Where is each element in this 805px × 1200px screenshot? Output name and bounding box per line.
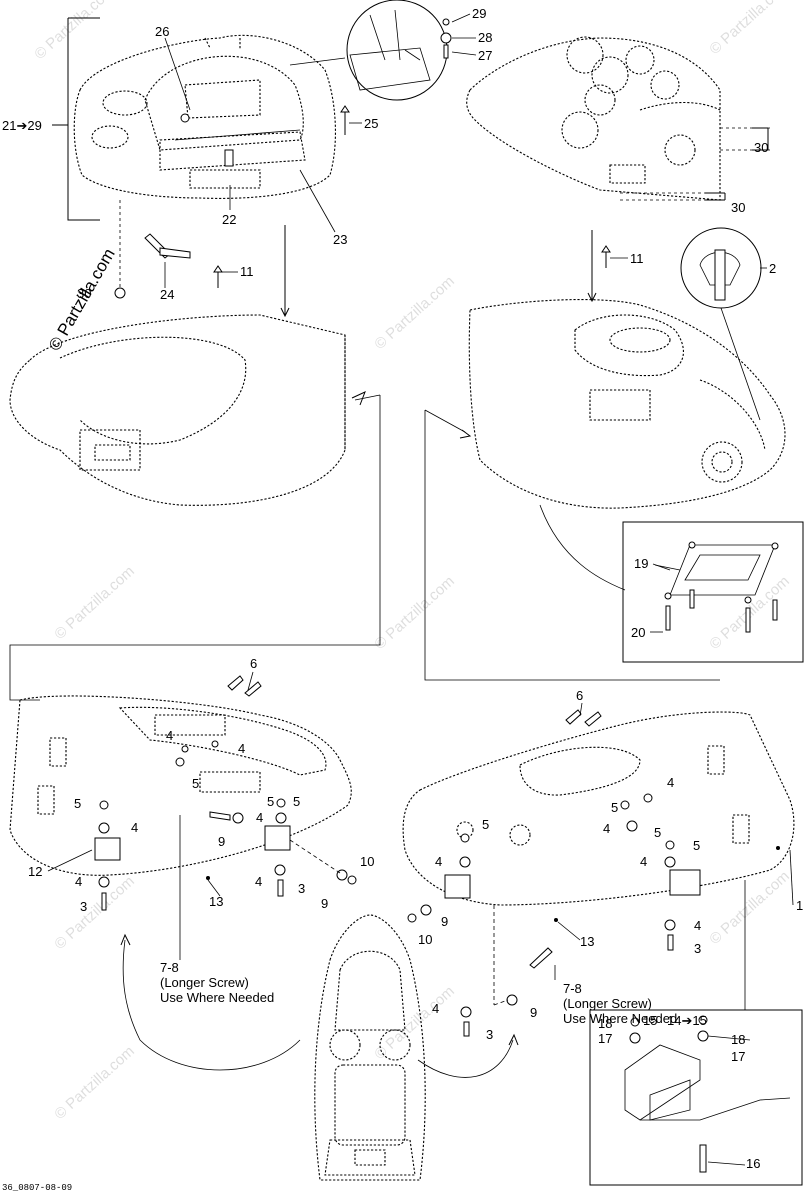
screw-30-left <box>114 200 126 299</box>
callout-5: 5 <box>192 776 199 791</box>
callout-3: 3 <box>80 899 87 914</box>
callout-30: 30 <box>754 140 768 155</box>
callout-9: 9 <box>218 834 225 849</box>
callout-6: 6 <box>576 688 583 703</box>
watermark: © Partzilla.com <box>371 273 457 353</box>
note-left-line1: 7-8 <box>160 960 179 975</box>
callout-4: 4 <box>667 775 674 790</box>
callout-13: 13 <box>580 934 594 949</box>
callout-4: 4 <box>603 821 610 836</box>
callout-30: 30 <box>77 286 91 301</box>
note-right-line3: Use Where Needed <box>563 1011 677 1026</box>
callout-22: 22 <box>222 212 236 227</box>
key-24 <box>144 233 191 259</box>
callout-3: 3 <box>298 881 305 896</box>
callout-18: 18 <box>598 1016 612 1031</box>
leader-lines <box>47 13 794 1166</box>
callout-16: 16 <box>746 1156 760 1171</box>
note-left: 7-8 (Longer Screw) Use Where Needed <box>160 815 274 1005</box>
callout-9: 9 <box>441 914 448 929</box>
callout-27: 27 <box>478 48 492 63</box>
callout-5: 5 <box>654 825 661 840</box>
callout-5: 5 <box>611 800 618 815</box>
callout-5: 5 <box>293 794 300 809</box>
callout-4: 4 <box>256 810 263 825</box>
callout-1: 1 <box>796 898 803 913</box>
note-left-line2: (Longer Screw) <box>160 975 249 990</box>
callout-5: 5 <box>482 817 489 832</box>
callout-20: 20 <box>631 625 645 640</box>
callout-5: 5 <box>693 838 700 853</box>
callout-4: 4 <box>131 820 138 835</box>
callout-23: 23 <box>333 232 347 247</box>
callout-12: 12 <box>28 864 42 879</box>
callout-4: 4 <box>435 854 442 869</box>
watermark: © Partzilla.com <box>31 0 117 63</box>
callout-4: 4 <box>166 728 173 743</box>
callout-5: 5 <box>74 796 81 811</box>
callout-30: 30 <box>731 200 745 215</box>
callout-4: 4 <box>694 918 701 933</box>
callout-29: 29 <box>472 6 486 21</box>
callout-10: 10 <box>418 932 432 947</box>
left-side-panel <box>9 695 352 880</box>
callout-14-15: 14➔15 <box>667 1013 707 1028</box>
callout-11: 11 <box>240 264 254 279</box>
note-right-line2: (Longer Screw) <box>563 996 652 1011</box>
watermark: © Partzilla.com <box>51 563 137 643</box>
watermark: © Partzilla.com <box>51 1043 137 1123</box>
screw-11-right <box>601 245 611 268</box>
callout-2: 2 <box>769 261 776 276</box>
watermark: © Partzilla.com <box>371 983 457 1063</box>
callout-10: 10 <box>360 854 374 869</box>
callout-25: 25 <box>364 116 378 131</box>
callout-3: 3 <box>486 1027 493 1042</box>
right-hardware <box>407 709 676 1037</box>
callout-24: 24 <box>160 287 174 302</box>
callout-21-29: 21➔29 <box>2 118 42 133</box>
callout-19: 19 <box>634 556 648 571</box>
callout-4: 4 <box>255 874 262 889</box>
callout-3: 3 <box>694 941 701 956</box>
callout-26: 26 <box>155 24 169 39</box>
left-dash-housing <box>9 314 346 506</box>
dash-upper-cover <box>466 36 721 201</box>
boat-top-view <box>314 914 426 1181</box>
callout-4: 4 <box>238 741 245 756</box>
callout-18: 18 <box>731 1032 745 1047</box>
right-side-panel <box>402 711 795 922</box>
inset-bracket-hardware <box>589 880 803 1186</box>
note-right-line1: 7-8 <box>563 981 582 996</box>
callout-labels: 21➔29 26 29 28 27 25 22 23 24 30 11 30 3… <box>2 6 803 1171</box>
watermark: © Partzilla.com <box>706 0 792 58</box>
callout-6: 6 <box>250 656 257 671</box>
right-dash-housing <box>468 299 786 509</box>
callout-11: 11 <box>630 251 644 266</box>
note-right: 7-8 (Longer Screw) Use Where Needed <box>554 965 677 1026</box>
callout-4: 4 <box>75 874 82 889</box>
inset-hardware-detail <box>289 0 452 101</box>
note-left-line3: Use Where Needed <box>160 990 274 1005</box>
callout-17: 17 <box>731 1049 745 1064</box>
inset-bracket-detail <box>622 521 804 663</box>
left-hardware <box>98 675 357 911</box>
callout-28: 28 <box>478 30 492 45</box>
screw-25 <box>340 105 350 135</box>
watermark: © Partzilla.com <box>371 573 457 653</box>
callout-13: 13 <box>209 894 223 909</box>
callout-17: 17 <box>598 1031 612 1046</box>
callout-4: 4 <box>432 1001 439 1016</box>
callout-15: 15 <box>643 1013 657 1028</box>
watermark-layer: © Partzilla.com © Partzilla.com © Partzi… <box>31 0 792 1123</box>
watermark: © Partzilla.com <box>706 868 792 948</box>
callout-4: 4 <box>640 854 647 869</box>
screw-11-left <box>213 265 223 288</box>
inset-key-detail <box>680 227 762 421</box>
callout-9: 9 <box>321 896 328 911</box>
drawing-code: 36_0807-08-09 <box>2 1183 72 1193</box>
console-glovebox-assembly <box>73 34 336 199</box>
callout-5: 5 <box>267 794 274 809</box>
callout-9: 9 <box>530 1005 537 1020</box>
